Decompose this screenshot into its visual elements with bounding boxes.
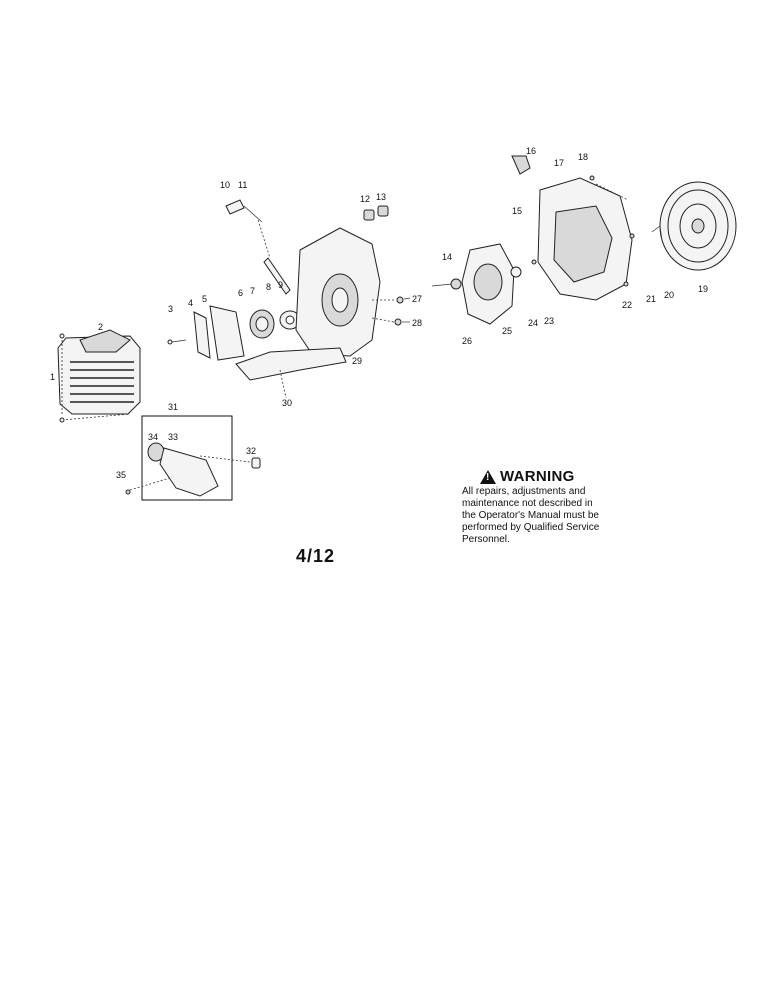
callout-11: 11: [238, 180, 247, 190]
warning-line: Personnel.: [462, 534, 510, 545]
callout-13: 13: [376, 192, 386, 202]
warning-line: the Operator's Manual must be: [462, 510, 599, 521]
callout-20: 20: [664, 290, 674, 300]
callout-26: 26: [462, 336, 472, 346]
callout-5: 5: [202, 294, 207, 304]
callout-4: 4: [188, 298, 193, 308]
callout-3: 3: [168, 304, 173, 314]
callout-33: 33: [168, 432, 178, 442]
warning-triangle-icon: [480, 469, 496, 484]
part-cable-fasteners: [225, 199, 389, 295]
warning-notice: WARNING All repairs, adjustments and mai…: [462, 468, 652, 546]
page-number: 4/12: [296, 546, 336, 566]
callout-6: 6: [238, 288, 243, 298]
warning-title-text: WARNING: [500, 468, 575, 485]
callout-10: 10: [220, 180, 230, 190]
callout-17: 17: [554, 158, 564, 168]
part-hardware-left: [167, 305, 301, 361]
callout-12: 12: [360, 194, 370, 204]
callout-19: 19: [698, 284, 708, 294]
callout-14: 14: [442, 252, 452, 262]
callout-labels: 1 2 3 4 5 6 7 8 9 10 11 12 13 14 15 16 1…: [50, 146, 708, 480]
callout-7: 7: [250, 286, 255, 296]
callout-8: 8: [266, 282, 271, 292]
warning-line: performed by Qualified Service: [462, 522, 600, 533]
callout-35: 35: [116, 470, 126, 480]
warning-heading: WARNING: [462, 468, 652, 485]
callout-22: 22: [622, 300, 632, 310]
callout-15: 15: [512, 206, 522, 216]
part-intake-grille: [629, 181, 737, 271]
callout-1: 1: [50, 372, 55, 382]
part-impeller: [431, 243, 537, 325]
callout-2: 2: [98, 322, 103, 332]
callout-29: 29: [352, 356, 362, 366]
callout-31: 31: [168, 402, 178, 412]
part-guard-grille: [57, 329, 141, 423]
part-bolts-27-28: [371, 296, 411, 326]
part-handle-inset: [125, 415, 261, 501]
callout-32: 32: [246, 446, 256, 456]
callout-27: 27: [412, 294, 422, 304]
part-main-housing: [235, 227, 381, 399]
callout-34: 34: [148, 432, 158, 442]
callout-9: 9: [278, 280, 283, 290]
callout-24: 24: [528, 318, 538, 328]
callout-23: 23: [544, 316, 554, 326]
warning-line: maintenance not described in: [462, 498, 593, 509]
warning-line: All repairs, adjustments and: [462, 486, 586, 497]
callout-16: 16: [526, 146, 536, 156]
callout-21: 21: [646, 294, 656, 304]
callout-25: 25: [502, 326, 512, 336]
callout-28: 28: [412, 318, 422, 328]
part-blower-housing: [511, 155, 633, 301]
callout-30: 30: [282, 398, 292, 408]
callout-18: 18: [578, 152, 588, 162]
warning-body: All repairs, adjustments and maintenance…: [462, 486, 652, 546]
